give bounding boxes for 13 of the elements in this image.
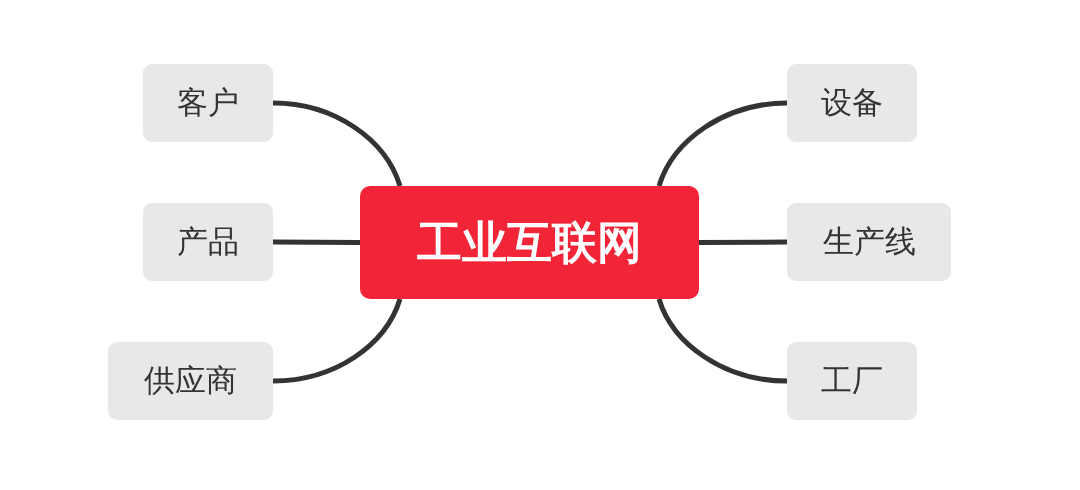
topic-box: 供应商 xyxy=(108,342,273,420)
central-topic-box: 工业互联网 xyxy=(360,186,699,299)
topic-box: 设备 xyxy=(787,64,917,142)
connector-line xyxy=(656,298,788,384)
connector-line xyxy=(699,239,787,245)
topic-box: 生产线 xyxy=(787,203,951,281)
connector-line xyxy=(272,100,403,187)
connector-line xyxy=(272,298,403,384)
connector-line xyxy=(656,100,788,187)
topic-box: 工厂 xyxy=(787,342,917,420)
topic-box: 客户 xyxy=(143,64,273,142)
connector-line xyxy=(273,239,360,245)
topic-box: 产品 xyxy=(143,203,273,281)
